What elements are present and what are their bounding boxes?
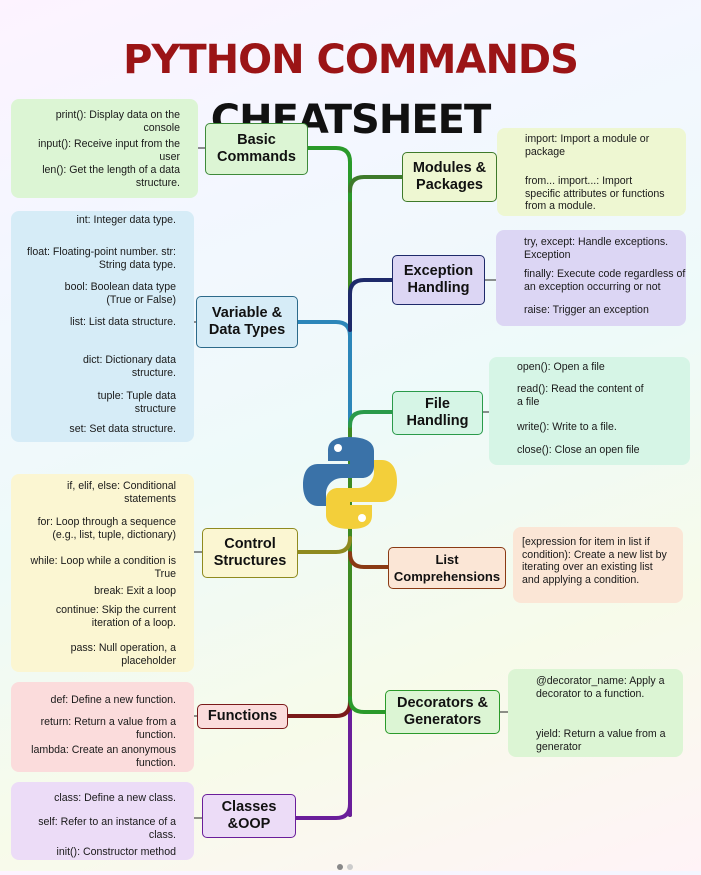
node-label: Control Structures	[213, 536, 287, 569]
list-item: try, except: Handle exceptions. Exceptio…	[524, 236, 669, 261]
control-structures-node: Control Structures	[202, 528, 298, 578]
variables-node: Variable & Data Types	[196, 296, 298, 348]
classes-node: Classes &OOP	[202, 794, 296, 838]
exception-handling-panel: try, except: Handle exceptions. Exceptio…	[496, 230, 686, 326]
list-item: yield: Return a value from a generator	[536, 728, 666, 753]
list-item: bool: Boolean data type (True or False)	[64, 281, 176, 306]
list-item: write(): Write to a file.	[517, 421, 617, 433]
list-item: len(): Get the length of a data structur…	[42, 164, 180, 189]
node-label: Basic Commands	[217, 132, 296, 165]
list-item: open(): Open a file	[517, 361, 605, 373]
file-handling-node: File Handling	[392, 391, 483, 435]
node-label: Decorators & Generators	[396, 695, 489, 728]
list-item: return: Return a value from a function.	[40, 716, 176, 741]
list-item: continue: Skip the current iteration of …	[55, 604, 176, 629]
variables-panel: int: Integer data type. float: Floating-…	[11, 211, 194, 442]
functions-node: Functions	[197, 704, 288, 729]
list-item: break: Exit a loop	[94, 585, 176, 597]
list-item: while: Loop while a condition is True	[30, 555, 176, 580]
list-item: finally: Execute code regardless of an e…	[524, 268, 686, 293]
list-item: if, elif, else: Conditional statements	[67, 480, 176, 505]
functions-panel: def: Define a new function. return: Retu…	[11, 682, 194, 772]
list-item: self: Refer to an instance of a class.	[38, 816, 176, 841]
list-item: for: Loop through a sequence (e.g., list…	[37, 516, 176, 541]
list-item: int: Integer data type.	[76, 214, 176, 226]
dot-active[interactable]	[337, 864, 343, 870]
list-item: class: Define a new class.	[54, 792, 176, 804]
decorators-panel: @decorator_name: Apply a decorator to a …	[508, 669, 683, 757]
node-label: Modules & Packages	[412, 160, 487, 193]
carousel-dots[interactable]	[335, 857, 355, 875]
dot[interactable]	[347, 864, 353, 870]
basic-commands-panel: print(): Display data on the console inp…	[11, 99, 198, 198]
list-item: read(): Read the content of a file	[517, 383, 644, 408]
list-item: raise: Trigger an exception	[524, 304, 649, 316]
list-item: dict: Dictionary data structure.	[82, 354, 176, 379]
node-label: File Handling	[406, 396, 469, 429]
list-item: from... import...: Import specific attri…	[525, 175, 665, 212]
modules-node: Modules & Packages	[402, 152, 497, 202]
node-label: Functions	[207, 708, 278, 724]
list-item: @decorator_name: Apply a decorator to a …	[536, 675, 665, 700]
list-comprehensions-panel: [expression for item in list if conditio…	[513, 527, 683, 603]
file-handling-panel: open(): Open a file read(): Read the con…	[489, 357, 690, 465]
node-label: Variable & Data Types	[208, 305, 286, 338]
decorators-node: Decorators & Generators	[385, 690, 500, 734]
list-item: input(): Receive input from the user	[38, 138, 180, 163]
title-part1: PYTHON COMMANDS	[123, 37, 579, 83]
classes-panel: class: Define a new class. self: Refer t…	[11, 782, 194, 860]
list-item: float: Floating-point number. str: Strin…	[27, 246, 176, 271]
page-title: PYTHON COMMANDS CHEATSHEET	[0, 30, 701, 150]
node-label: Exception Handling	[403, 263, 474, 296]
exception-handling-node: Exception Handling	[392, 255, 485, 305]
list-comprehensions-node: List Comprehensions	[388, 547, 506, 589]
list-item: lambda: Create an anonymous function.	[31, 744, 176, 769]
list-item: def: Define a new function.	[50, 694, 176, 706]
control-structures-panel: if, elif, else: Conditional statements f…	[11, 474, 194, 672]
basic-commands-node: Basic Commands	[205, 123, 308, 175]
list-item: tuple: Tuple data structure	[97, 390, 176, 415]
list-item: pass: Null operation, a placeholder	[70, 642, 176, 667]
modules-panel: import: Import a module or package from.…	[497, 128, 686, 216]
node-label: Classes &OOP	[221, 799, 277, 832]
python-logo-icon	[303, 437, 397, 529]
list-item: close(): Close an open file	[517, 444, 640, 456]
list-item: print(): Display data on the console	[55, 109, 180, 134]
list-item: set: Set data structure.	[69, 423, 176, 435]
list-item: import: Import a module or package	[525, 133, 650, 158]
list-item: [expression for item in list if conditio…	[522, 536, 667, 586]
list-item: list: List data structure.	[70, 316, 176, 328]
list-item: init(): Constructor method	[56, 846, 176, 858]
node-label: List Comprehensions	[393, 552, 501, 584]
